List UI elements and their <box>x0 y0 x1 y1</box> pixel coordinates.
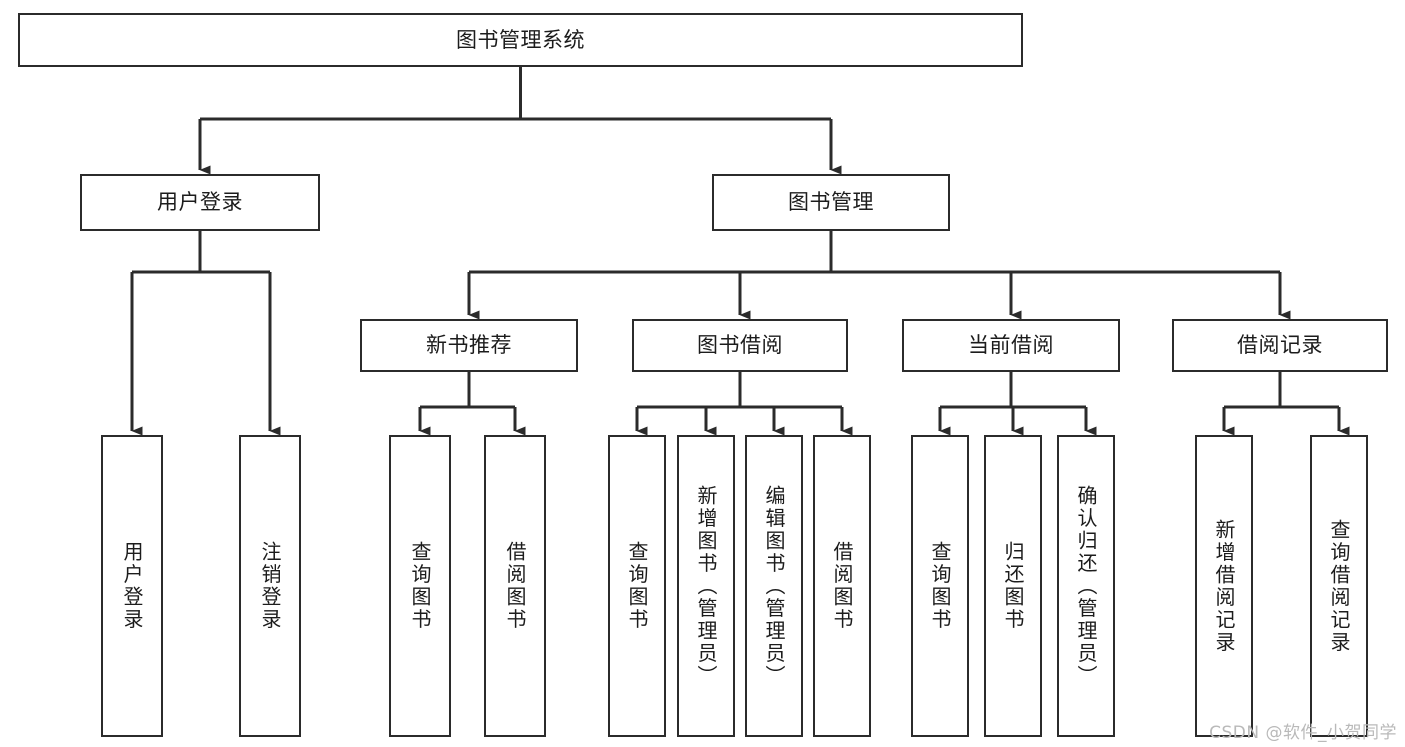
node-leaf-query-book-b[interactable]: 查询图书 <box>608 435 666 737</box>
node-leaf-user-logout[interactable]: 注销登录 <box>239 435 301 737</box>
node-book-borrow-label: 图书借阅 <box>697 333 783 358</box>
node-leaf-return-book[interactable]: 归还图书 <box>984 435 1042 737</box>
node-book-manage-label: 图书管理 <box>788 190 874 215</box>
node-leaf-user-logout-label: 注销登录 <box>258 541 282 631</box>
node-current-borrow-label: 当前借阅 <box>968 333 1054 358</box>
node-leaf-query-book-b-label: 查询图书 <box>625 541 649 631</box>
node-leaf-query-borrow-record-label: 查询借阅记录 <box>1327 518 1351 654</box>
node-current-borrow[interactable]: 当前借阅 <box>902 319 1120 372</box>
node-leaf-confirm-return[interactable]: 确认归还（管理员） <box>1057 435 1115 737</box>
node-leaf-borrow-book-b[interactable]: 借阅图书 <box>813 435 871 737</box>
node-leaf-edit-book-admin[interactable]: 编辑图书（管理员） <box>745 435 803 737</box>
node-leaf-add-book-admin-label: 新增图书（管理员） <box>694 484 718 688</box>
node-leaf-return-book-label: 归还图书 <box>1001 541 1025 631</box>
node-leaf-query-book-a-label: 查询图书 <box>408 541 432 631</box>
node-leaf-borrow-book-a-label: 借阅图书 <box>503 541 527 631</box>
node-leaf-query-borrow-record[interactable]: 查询借阅记录 <box>1310 435 1368 737</box>
node-root[interactable]: 图书管理系统 <box>18 13 1023 67</box>
node-leaf-user-login[interactable]: 用户登录 <box>101 435 163 737</box>
node-user-login[interactable]: 用户登录 <box>80 174 320 231</box>
node-new-book-recommend-label: 新书推荐 <box>426 333 512 358</box>
node-leaf-edit-book-admin-label: 编辑图书（管理员） <box>762 484 786 688</box>
node-book-manage[interactable]: 图书管理 <box>712 174 950 231</box>
node-leaf-add-book-admin[interactable]: 新增图书（管理员） <box>677 435 735 737</box>
node-leaf-borrow-book-b-label: 借阅图书 <box>830 541 854 631</box>
node-leaf-add-borrow-record[interactable]: 新增借阅记录 <box>1195 435 1253 737</box>
node-leaf-query-book-c-label: 查询图书 <box>928 541 952 631</box>
node-new-book-recommend[interactable]: 新书推荐 <box>360 319 578 372</box>
node-book-borrow[interactable]: 图书借阅 <box>632 319 848 372</box>
node-root-label: 图书管理系统 <box>456 27 585 52</box>
node-leaf-borrow-book-a[interactable]: 借阅图书 <box>484 435 546 737</box>
node-borrow-record[interactable]: 借阅记录 <box>1172 319 1388 372</box>
node-leaf-query-book-c[interactable]: 查询图书 <box>911 435 969 737</box>
node-leaf-confirm-return-label: 确认归还（管理员） <box>1074 484 1098 688</box>
node-leaf-add-borrow-record-label: 新增借阅记录 <box>1212 518 1236 654</box>
node-borrow-record-label: 借阅记录 <box>1237 333 1323 358</box>
node-leaf-query-book-a[interactable]: 查询图书 <box>389 435 451 737</box>
node-leaf-user-login-label: 用户登录 <box>120 541 144 631</box>
node-user-login-label: 用户登录 <box>157 190 243 215</box>
